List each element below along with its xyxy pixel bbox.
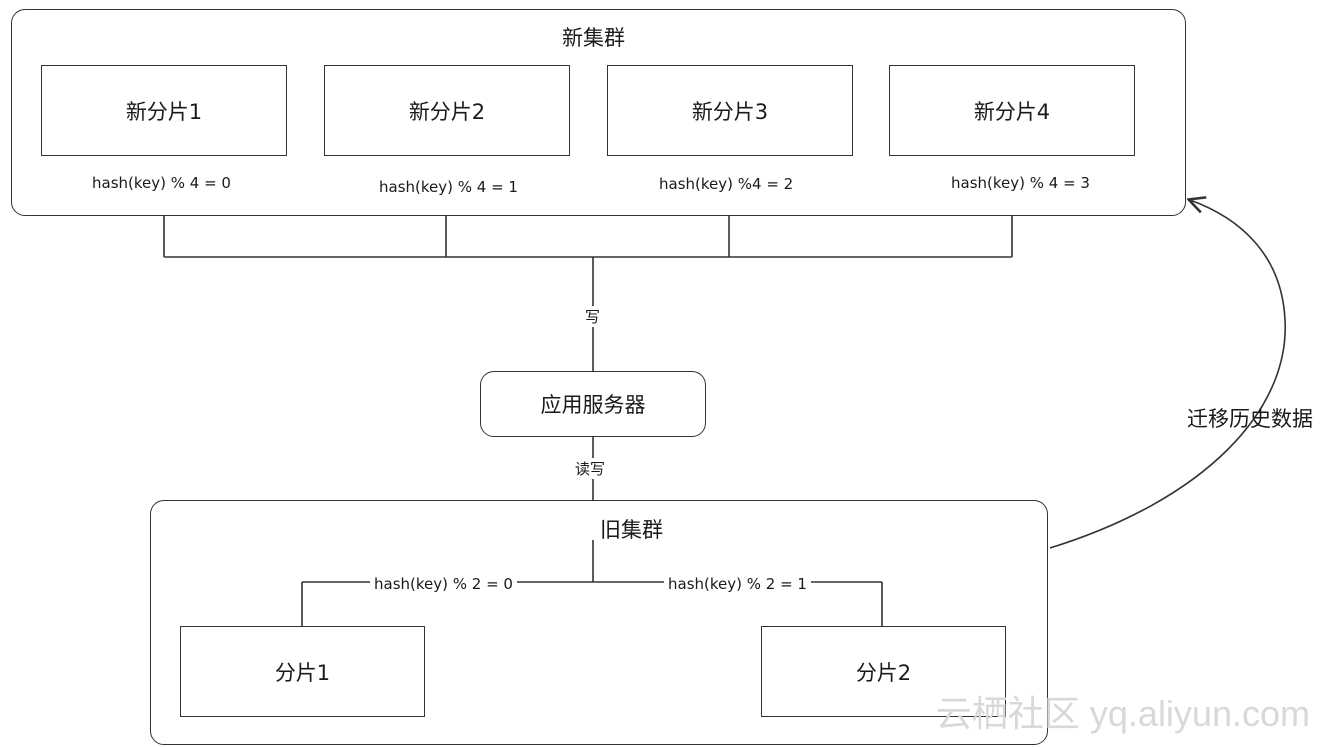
new-shard-1-label: 新分片1: [125, 99, 203, 124]
migration-arrow: [1049, 200, 1286, 549]
app-server-label: 应用服务器: [540, 393, 646, 417]
new-shard-3-label: 新分片3: [691, 99, 769, 124]
old-shard-2: 分片2: [761, 626, 1006, 717]
new-shard-1: 新分片1: [41, 65, 287, 156]
new-shard-4: 新分片4: [889, 65, 1135, 156]
old-shard-1: 分片1: [180, 626, 425, 717]
new-shard-1-rule: hash(key) % 4 = 0: [88, 174, 235, 192]
new-shard-2: 新分片2: [324, 65, 570, 156]
app-server: 应用服务器: [480, 371, 706, 437]
write-label: 写: [582, 306, 604, 327]
new-shard-4-rule: hash(key) % 4 = 3: [947, 174, 1094, 192]
read-write-label: 读写: [572, 458, 609, 479]
new-shard-4-label: 新分片4: [973, 99, 1051, 124]
migration-label: 迁移历史数据: [1187, 407, 1313, 431]
new-shard-3: 新分片3: [607, 65, 853, 156]
old-shard-1-rule: hash(key) % 2 = 0: [370, 575, 517, 593]
old-cluster-title: 旧集群: [600, 518, 663, 542]
old-shard-2-label: 分片2: [855, 660, 912, 685]
new-shard-3-rule: hash(key) %4 = 2: [655, 175, 798, 193]
new-cluster-title: 新集群: [562, 26, 625, 50]
old-shard-2-rule: hash(key) % 2 = 1: [664, 575, 811, 593]
new-shard-2-rule: hash(key) % 4 = 1: [375, 178, 522, 196]
watermark: 云栖社区 yq.aliyun.com: [935, 693, 1310, 734]
old-shard-1-label: 分片1: [274, 660, 331, 685]
new-shard-2-label: 新分片2: [408, 99, 486, 124]
